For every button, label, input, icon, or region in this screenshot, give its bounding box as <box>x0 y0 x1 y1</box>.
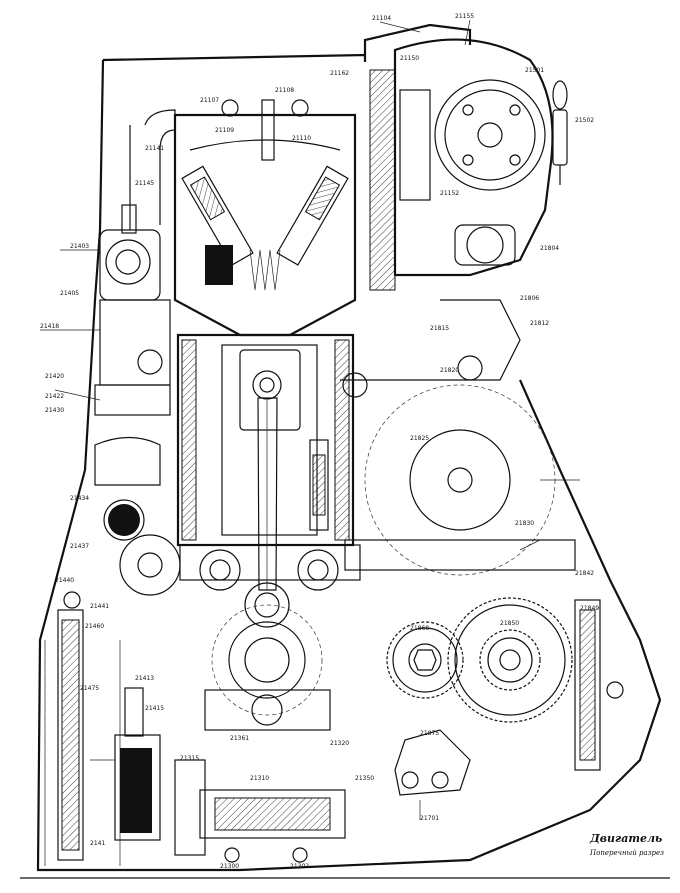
part-numbers-left: 21403 21405 21418 21420 21422 21430 2143… <box>40 243 109 692</box>
part-number: 21437 <box>70 543 89 550</box>
part-number: 21430 <box>45 407 64 414</box>
cylinder-block <box>176 333 355 591</box>
part-number: 21440 <box>55 577 74 584</box>
part-number: 21150 <box>400 55 419 62</box>
part-number: 21850 <box>500 620 519 627</box>
spark-plug <box>552 80 568 185</box>
part-number: 21830 <box>515 520 534 527</box>
flywheel-housing <box>340 299 576 576</box>
part-number: 2141 <box>90 840 105 847</box>
part-number: 21825 <box>410 435 429 442</box>
part-number: 21441 <box>90 603 109 610</box>
part-number: 21418 <box>40 323 59 330</box>
part-number: 21315 <box>180 755 199 762</box>
part-numbers-lower: 2141 21300 21302 21310 21315 21320 21350… <box>90 675 439 870</box>
part-number: 21310 <box>250 775 269 782</box>
part-number: 21141 <box>145 145 164 152</box>
part-number: 21405 <box>60 290 79 297</box>
part-number: 21502 <box>575 117 594 124</box>
part-number: 21110 <box>292 135 311 142</box>
cylinder-head <box>173 99 357 337</box>
part-number: 21104 <box>372 15 391 22</box>
part-number: 21361 <box>230 735 249 742</box>
part-number: 21109 <box>215 127 234 134</box>
part-number: 21842 <box>575 570 594 577</box>
part-number: 21415 <box>145 705 164 712</box>
part-number: 21108 <box>275 87 294 94</box>
part-number: 21350 <box>355 775 374 782</box>
part-number: 21868 <box>410 625 429 632</box>
part-number: 21320 <box>330 740 349 747</box>
part-number: 21806 <box>520 295 539 302</box>
part-number: 21300 <box>220 863 239 870</box>
part-number: 21812 <box>530 320 549 327</box>
timing-case <box>363 23 554 291</box>
crankcase-outline <box>20 53 670 879</box>
oil-pump <box>57 591 346 863</box>
part-number: 21107 <box>200 97 219 104</box>
part-numbers-right: 21804 21806 21812 21815 21820 21825 2183… <box>410 245 599 737</box>
drawing-title: Двигатель <box>590 832 663 845</box>
part-number: 21413 <box>135 675 154 682</box>
part-number: 21875 <box>420 730 439 737</box>
part-number: 21422 <box>45 393 64 400</box>
part-label-callouts <box>40 19 580 820</box>
part-number: 21460 <box>85 623 104 630</box>
gear-train <box>386 597 624 796</box>
crankshaft <box>103 499 361 731</box>
part-number: 21403 <box>70 243 89 250</box>
part-number: 21820 <box>440 367 459 374</box>
drawing-title-block: Двигатель Поперечный разрез <box>590 832 664 857</box>
part-numbers-upper: 21104 21155 21162 21107 21108 21109 2111… <box>135 13 594 197</box>
intake-manifold <box>94 109 176 486</box>
part-number: 21162 <box>330 70 349 77</box>
part-number: 21815 <box>430 325 449 332</box>
part-number: 21501 <box>525 67 544 74</box>
part-number: 21302 <box>290 863 309 870</box>
part-number: 21155 <box>455 13 474 20</box>
part-number: 21475 <box>80 685 99 692</box>
part-number: 21849 <box>580 605 599 612</box>
part-number: 21152 <box>440 190 459 197</box>
drawing-subtitle: Поперечный разрез <box>590 849 664 857</box>
part-number: 21434 <box>70 495 89 502</box>
part-number: 21145 <box>135 180 154 187</box>
part-number: 21804 <box>540 245 559 252</box>
part-number: 21701 <box>420 815 439 822</box>
part-number: 21420 <box>45 373 64 380</box>
